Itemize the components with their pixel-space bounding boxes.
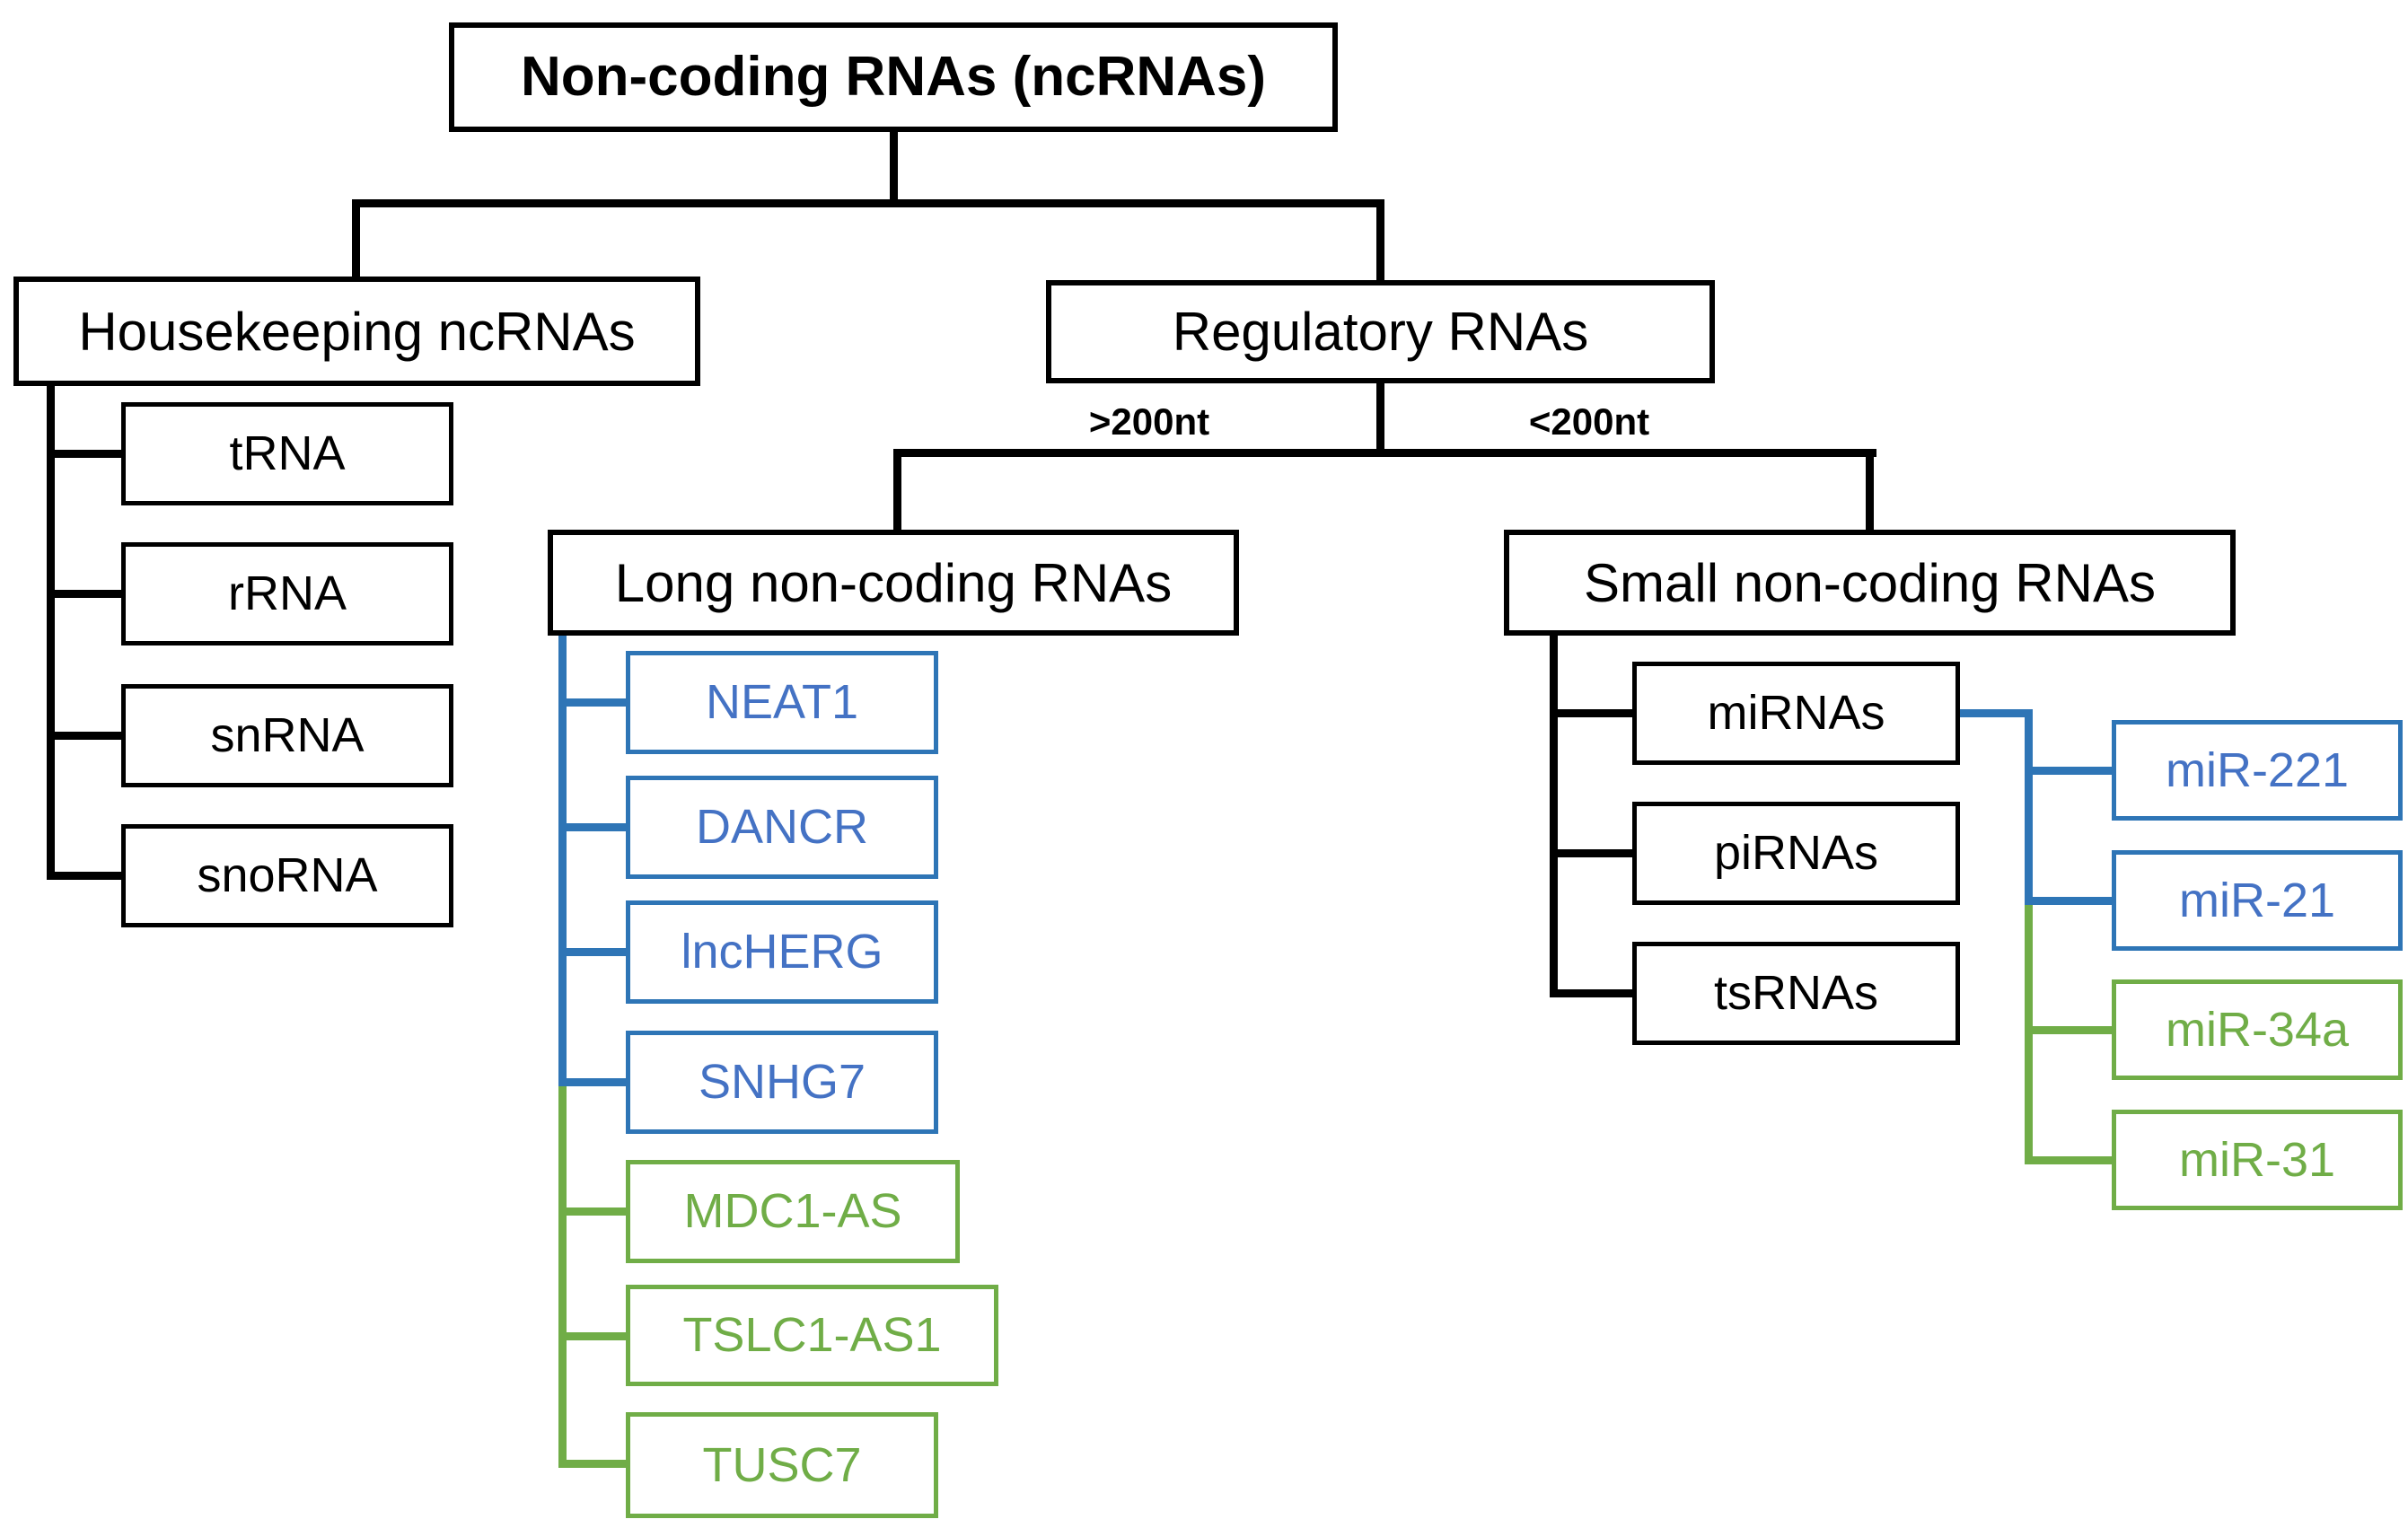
connector-top-horizontal (352, 199, 1384, 207)
connector-snorna-stub (47, 872, 121, 880)
connector-tusc7-stub (558, 1460, 626, 1468)
long-ncrnas-node: Long non-coding RNAs (548, 530, 1239, 636)
tsrnas-node: tsRNAs (1632, 942, 1960, 1045)
trna-node: tRNA (121, 402, 453, 505)
small-ncrnas-node: Small non-coding RNAs (1504, 530, 2236, 636)
connector-small-ncrna-drop (1866, 457, 1874, 530)
mir34a-node: miR-34a (2112, 979, 2403, 1080)
lncherg-node: lncHERG (626, 900, 938, 1004)
connector-regulatory-trunk-drop (1376, 383, 1384, 452)
connector-housekeeping-trunk (47, 386, 55, 880)
connector-mir221-stub (2025, 767, 2112, 775)
connector-snhg7-stub (558, 1078, 626, 1086)
connector-housekeeping-drop (352, 207, 360, 277)
rrna-node: rRNA (121, 542, 453, 645)
mir21-node: miR-21 (2112, 850, 2403, 951)
connector-lncrna-trunk-blue (558, 636, 567, 1085)
connector-mir31-stub (2025, 1156, 2112, 1164)
connector-lncrna-drop (893, 457, 901, 530)
connector-neat1-stub (558, 698, 626, 707)
regulatory-rnas-node: Regulatory RNAs (1046, 280, 1715, 383)
connector-snrna-stub (47, 732, 121, 740)
root-node-ncrnas: Non-coding RNAs (ncRNAs) (449, 22, 1338, 132)
tslc1as1-node: TSLC1-AS1 (626, 1285, 998, 1386)
snorna-node: snoRNA (121, 824, 453, 927)
connector-tsrnas-stub (1550, 989, 1632, 997)
connector-rrna-stub (47, 590, 121, 598)
connector-mirnas-stub (1550, 709, 1632, 717)
connector-mirna-branch-horizontal (1960, 709, 2033, 717)
connector-mdc1as-stub (558, 1207, 626, 1216)
mdc1as-node: MDC1-AS (626, 1160, 960, 1263)
connector-tslc1as1-stub (558, 1332, 626, 1340)
connector-pirnas-stub (1550, 849, 1632, 857)
neat1-node: NEAT1 (626, 651, 938, 754)
tusc7-node: TUSC7 (626, 1412, 938, 1518)
connector-lncherg-stub (558, 948, 626, 956)
mir31-node: miR-31 (2112, 1110, 2403, 1210)
connector-mirna-trunk-green (2025, 905, 2033, 1164)
snhg7-node: SNHG7 (626, 1031, 938, 1134)
connector-mir21-stub (2025, 897, 2112, 905)
connector-small-trunk (1550, 636, 1558, 997)
connector-mirna-trunk-blue (2025, 709, 2033, 905)
mirnas-node: miRNAs (1632, 662, 1960, 765)
connector-lncrna-trunk-green (558, 1085, 567, 1468)
pirnas-node: piRNAs (1632, 802, 1960, 905)
connector-trna-stub (47, 450, 121, 458)
connector-root-drop (890, 132, 898, 204)
connector-dancr-stub (558, 823, 626, 831)
connector-regulatory-horizontal (893, 449, 1876, 457)
connector-regulatory-drop (1376, 207, 1384, 280)
size-label-gt200nt: >200nt (1088, 400, 1210, 443)
connector-mir34a-stub (2025, 1026, 2112, 1034)
snrna-node: snRNA (121, 684, 453, 787)
size-label-lt200nt: <200nt (1528, 400, 1650, 443)
housekeeping-ncrnas-node: Housekeeping ncRNAs (13, 277, 700, 386)
dancr-node: DANCR (626, 776, 938, 879)
mir221-node: miR-221 (2112, 720, 2403, 821)
